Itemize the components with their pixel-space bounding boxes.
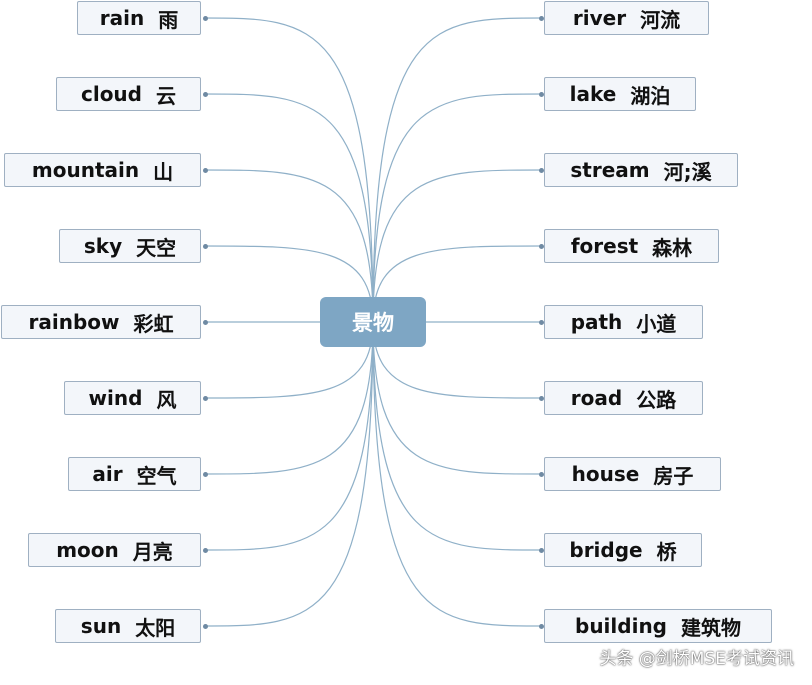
connector-right-1	[372, 93, 542, 323]
left-node-sky[interactable]: sky 天空	[59, 229, 201, 263]
central-topic-label: 景物	[352, 311, 394, 335]
connector-dot	[202, 243, 208, 249]
node-en: rain	[99, 6, 145, 30]
node-zh: 风	[156, 387, 177, 412]
node-en: cloud	[80, 82, 142, 106]
left-node-rainbow[interactable]: rainbow 彩虹	[1, 305, 201, 339]
connector-right-7	[372, 321, 542, 551]
left-node-wind[interactable]: wind 风	[64, 381, 201, 415]
node-zh: 森林	[652, 235, 693, 260]
node-zh: 月亮	[132, 539, 173, 564]
left-node-air[interactable]: air 空气	[68, 457, 201, 491]
node-en: rainbow	[28, 310, 120, 334]
node-zh: 云	[156, 83, 176, 108]
node-zh: 建筑物	[681, 615, 741, 640]
node-en: wind	[88, 386, 143, 410]
node-zh: 雨	[158, 7, 179, 32]
node-zh: 小道	[636, 311, 677, 336]
central-topic[interactable]: 景物	[320, 297, 426, 347]
node-en: sky	[83, 234, 123, 258]
connector-dot	[538, 167, 544, 173]
connector-right-0	[372, 17, 542, 323]
right-node-stream[interactable]: stream 河;溪	[544, 153, 738, 187]
connector-dot	[202, 623, 208, 629]
right-node-path[interactable]: path 小道	[544, 305, 703, 339]
connector-right-6	[372, 321, 542, 475]
connector-left-7	[204, 321, 374, 551]
connector-dot	[202, 319, 208, 325]
connector-dot	[538, 395, 544, 401]
connector-dot	[202, 15, 208, 21]
connector-right-3	[372, 245, 542, 323]
node-zh: 空气	[136, 463, 177, 488]
right-node-lake[interactable]: lake 湖泊	[544, 77, 696, 111]
connector-dot	[202, 395, 208, 401]
connector-right-8	[372, 321, 542, 627]
connector-dot	[538, 623, 544, 629]
connector-left-3	[204, 245, 374, 323]
node-zh: 河;溪	[663, 159, 712, 184]
connector-left-5	[204, 321, 374, 399]
node-en: building	[575, 614, 667, 638]
connector-dot	[538, 15, 544, 21]
connector-left-1	[204, 93, 374, 323]
connector-left-6	[204, 321, 374, 475]
node-en: road	[570, 386, 623, 410]
node-en: moon	[56, 538, 119, 562]
connector-right-2	[372, 169, 542, 323]
watermark: 头条 @剑桥MSE考试资讯	[599, 649, 794, 669]
node-zh: 彩虹	[133, 311, 174, 336]
left-node-sun[interactable]: sun 太阳	[55, 609, 201, 643]
node-zh: 天空	[136, 235, 177, 260]
connector-dot	[538, 471, 544, 477]
left-node-moon[interactable]: moon 月亮	[28, 533, 201, 567]
connector-left-2	[204, 169, 374, 323]
node-en: air	[92, 462, 123, 486]
node-en: lake	[569, 82, 617, 106]
connector-dot	[202, 91, 208, 97]
node-en: stream	[570, 158, 650, 182]
node-en: forest	[570, 234, 639, 258]
connector-right-5	[372, 321, 542, 399]
connector-dot	[538, 91, 544, 97]
left-node-rain[interactable]: rain 雨	[77, 1, 201, 35]
node-zh: 桥	[656, 539, 677, 564]
node-zh: 山	[153, 159, 174, 184]
node-en: sun	[80, 614, 122, 638]
node-zh: 房子	[653, 463, 694, 488]
right-node-road[interactable]: road 公路	[544, 381, 703, 415]
node-zh: 太阳	[135, 615, 176, 640]
connector-left-0	[204, 17, 374, 323]
right-node-forest[interactable]: forest 森林	[544, 229, 719, 263]
connector-dot	[202, 167, 208, 173]
right-node-bridge[interactable]: bridge 桥	[544, 533, 702, 567]
node-zh: 湖泊	[630, 83, 671, 108]
connector-dot	[538, 319, 544, 325]
node-zh: 公路	[636, 387, 677, 412]
connector-dot	[202, 471, 208, 477]
right-node-river[interactable]: river 河流	[544, 1, 709, 35]
connector-left-8	[204, 321, 374, 627]
node-en: mountain	[31, 158, 140, 182]
node-en: bridge	[569, 538, 643, 562]
right-node-house[interactable]: house 房子	[544, 457, 721, 491]
node-en: path	[570, 310, 623, 334]
node-zh: 河流	[640, 7, 681, 32]
right-node-building[interactable]: building 建筑物	[544, 609, 772, 643]
connector-dot	[202, 547, 208, 553]
connector-dot	[538, 243, 544, 249]
left-node-mountain[interactable]: mountain 山	[4, 153, 201, 187]
node-en: river	[572, 6, 627, 30]
left-node-cloud[interactable]: cloud 云	[56, 77, 201, 111]
connector-dot	[538, 547, 544, 553]
node-en: house	[571, 462, 640, 486]
